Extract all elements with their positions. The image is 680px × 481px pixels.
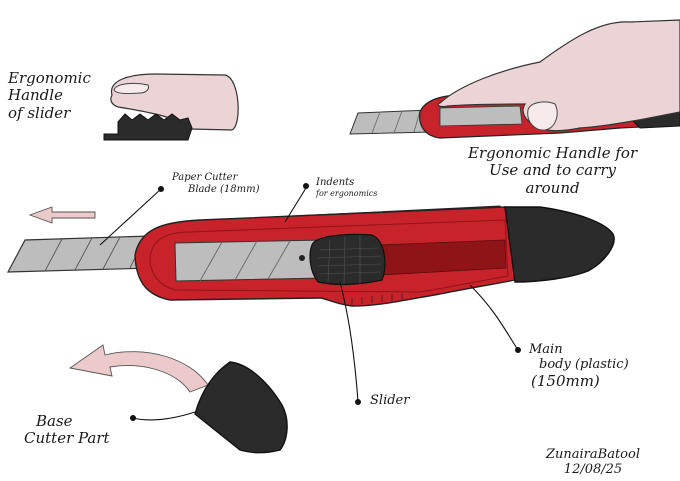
body-inner-groove [149, 219, 509, 293]
label-line: Indents [316, 177, 355, 188]
label-base: Base Cutter Part [24, 412, 110, 448]
label-line: Base [36, 412, 73, 430]
label-slider: Slider [370, 393, 410, 408]
label-line: 12/08/25 [563, 461, 623, 477]
slider-grip-sketch [103, 113, 193, 141]
hand-held-cutter [349, 19, 680, 139]
base-cutter-part [194, 361, 288, 454]
label-indents: Indents for ergonomics [316, 177, 377, 198]
signature: ZunairaBatool 12/08/25 [546, 447, 640, 478]
small-window [439, 105, 523, 127]
slider-detail [103, 73, 239, 141]
base-direction-arrow [68, 344, 209, 393]
label-line: Blade (18mm) [188, 183, 260, 195]
bottom-ribbing [351, 293, 403, 305]
blade-hole [299, 255, 305, 261]
label-line l-tiny: for ergonomics [316, 188, 378, 198]
thumb-sketch [527, 101, 558, 131]
label-line: Ergonomic Handle for [468, 144, 638, 162]
main-cutter [6, 205, 615, 307]
label-line: Use and to carry [489, 161, 617, 180]
end-cap [504, 206, 615, 283]
leader-lines [99, 187, 519, 421]
blade-direction-arrow [28, 206, 96, 224]
label-line: of slider [8, 103, 71, 122]
label-blade: Paper Cutter Blade (18mm) [172, 172, 260, 195]
label-ergonomic-handle: Ergonomic Handle for Use and to carry ar… [468, 144, 638, 197]
label-line: body (plastic) [539, 356, 629, 372]
slider-knob [309, 233, 386, 286]
label-ergonomic-slider: Ergonomic Handle of slider [8, 69, 91, 122]
fingernail [113, 82, 149, 95]
hand-sketch [437, 19, 680, 132]
label-line: Cutter Part [24, 429, 110, 448]
label-line: Paper Cutter [172, 172, 238, 183]
label-line: Ergonomic [8, 69, 91, 87]
leader-dots [130, 183, 521, 421]
label-line: (150mm) [531, 371, 600, 390]
label-line: ZunairaBatool [546, 447, 640, 462]
label-main-body: Main body (plastic) (150mm) [525, 342, 629, 390]
label-line: Handle [8, 86, 63, 105]
label-line: Main [529, 342, 563, 357]
label-line: around [525, 178, 580, 197]
